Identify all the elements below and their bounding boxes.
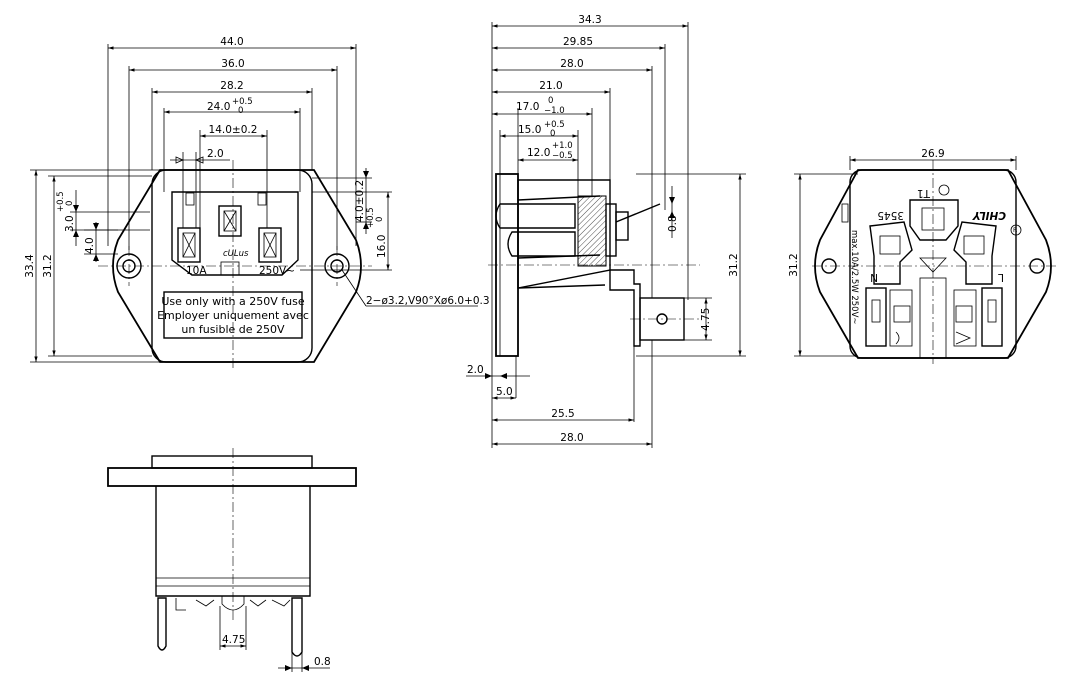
side-dim-17-0: 17.0 — [516, 101, 539, 113]
rear-neutral-contact — [869, 221, 913, 285]
dim-4-0-left: 4.0 — [84, 237, 96, 254]
tol-16-lower: 0 — [375, 217, 385, 222]
hole-callout-leader — [341, 269, 367, 307]
dim-14-0: 14.0±0.2 — [209, 124, 258, 136]
rear-rating-text: max.10A/2.5W 250V~ — [849, 230, 859, 325]
bottom-flange-top — [151, 455, 313, 469]
tol-24-upper: +0.5 — [232, 97, 253, 107]
side-pin-upper — [495, 203, 576, 229]
front-pin-live — [258, 227, 282, 263]
bottom-right-terminal — [291, 597, 303, 657]
bottom-left-terminal — [157, 597, 167, 651]
side-dim-15-0: 15.0 — [518, 124, 541, 136]
side-extension-lines — [491, 22, 746, 448]
side-view: 34.3 29.85 28.0 21.0 17.0 0 −1.0 15.0 +0… — [466, 14, 746, 448]
rear-view: R 3545 CHILY T1 max.10A/2.5W 250V~ N L 2… — [788, 148, 1056, 364]
side-dim-12-0: 12.0 — [527, 147, 550, 159]
front-pin-earth — [218, 205, 242, 237]
side-terminal — [609, 269, 641, 347]
tol-3-upper: +0.5 — [56, 191, 66, 212]
side-dim-28-0-top: 28.0 — [560, 58, 583, 70]
hole-callout: 2−ø3.2,V90°Xø6.0+0.3 — [366, 295, 490, 307]
side-dim-0-8: 0.8 — [667, 215, 679, 232]
front-extension-lines — [30, 44, 392, 363]
svg-text:R: R — [1013, 227, 1017, 234]
front-rating-current: 10A — [186, 265, 207, 277]
rear-live-contact — [953, 221, 997, 285]
dim-36-0: 36.0 — [221, 58, 244, 70]
side-tol-17-upper: 0 — [548, 96, 553, 106]
side-dim-5-0: 5.0 — [496, 386, 513, 398]
side-dim-31-2: 31.2 — [728, 253, 740, 276]
side-dim-29-85: 29.85 — [563, 36, 593, 48]
side-tol-15-lower: 0 — [550, 129, 555, 139]
side-tol-17-lower: −1.0 — [544, 106, 565, 116]
rear-part-number: 3545 — [877, 209, 904, 221]
rear-brand: CHILY — [972, 209, 1006, 221]
side-tol-12-lower: −0.5 — [552, 151, 573, 161]
front-rating-voltage: 250V~ — [259, 265, 295, 277]
fuse-label-line-2: Employer uniquement avec — [157, 309, 309, 322]
side-tol-12-upper: +1.0 — [552, 141, 573, 151]
rear-terminal-n — [865, 287, 887, 347]
side-dim-25-5: 25.5 — [551, 408, 574, 420]
dim-4-0-right: 4.0±0.2 — [354, 180, 366, 222]
side-tol-15-upper: +0.5 — [544, 120, 565, 130]
bottom-flange — [107, 467, 357, 487]
side-dim-21-0: 21.0 — [539, 80, 562, 92]
side-dim-2-0: 2.0 — [467, 364, 484, 376]
rear-pin-l: L — [998, 271, 1004, 283]
rear-temp-code: T1 — [917, 187, 931, 199]
dim-24-0: 24.0 — [207, 101, 230, 113]
rear-dim-31-2: 31.2 — [788, 253, 800, 276]
tol-3-lower: 0 — [65, 201, 75, 206]
rear-dim-26-9: 26.9 — [921, 148, 944, 160]
dim-16-0: 16.0 — [376, 235, 388, 258]
tol-16-upper: +0.5 — [366, 207, 376, 228]
side-hatched-section — [577, 195, 607, 267]
bottom-view: 4.75 0.8 — [107, 448, 357, 672]
ul-mark: cULus — [223, 249, 249, 259]
dim-31-2: 31.2 — [42, 254, 54, 277]
fuse-label-line-1: Use only with a 250V fuse — [161, 295, 304, 308]
dim-2-0: 2.0 — [207, 148, 224, 160]
rear-pin-n: N — [870, 271, 878, 283]
front-socket-face — [171, 191, 299, 276]
side-dim-28-0-bottom: 28.0 — [560, 432, 583, 444]
bottom-dim-4-75: 4.75 — [222, 634, 245, 646]
front-pin-neutral — [177, 227, 201, 263]
bottom-dim-0-8: 0.8 — [314, 656, 331, 668]
dim-44-0: 44.0 — [220, 36, 243, 48]
side-dim-34-3: 34.3 — [578, 14, 601, 26]
front-flange-outline — [112, 169, 362, 363]
side-pin-lower — [507, 231, 576, 257]
dim-3-0: 3.0 — [64, 215, 76, 232]
rear-earth-contact — [909, 199, 959, 241]
rear-terminal-l — [981, 287, 1003, 347]
side-dim-4-75: 4.75 — [700, 308, 712, 331]
front-view: cULus 10A 250V~ Use only with a 250V fus… — [24, 36, 490, 370]
dim-33-4: 33.4 — [24, 254, 36, 278]
dim-28-2: 28.2 — [220, 80, 243, 92]
tol-24-lower: 0 — [238, 106, 243, 116]
